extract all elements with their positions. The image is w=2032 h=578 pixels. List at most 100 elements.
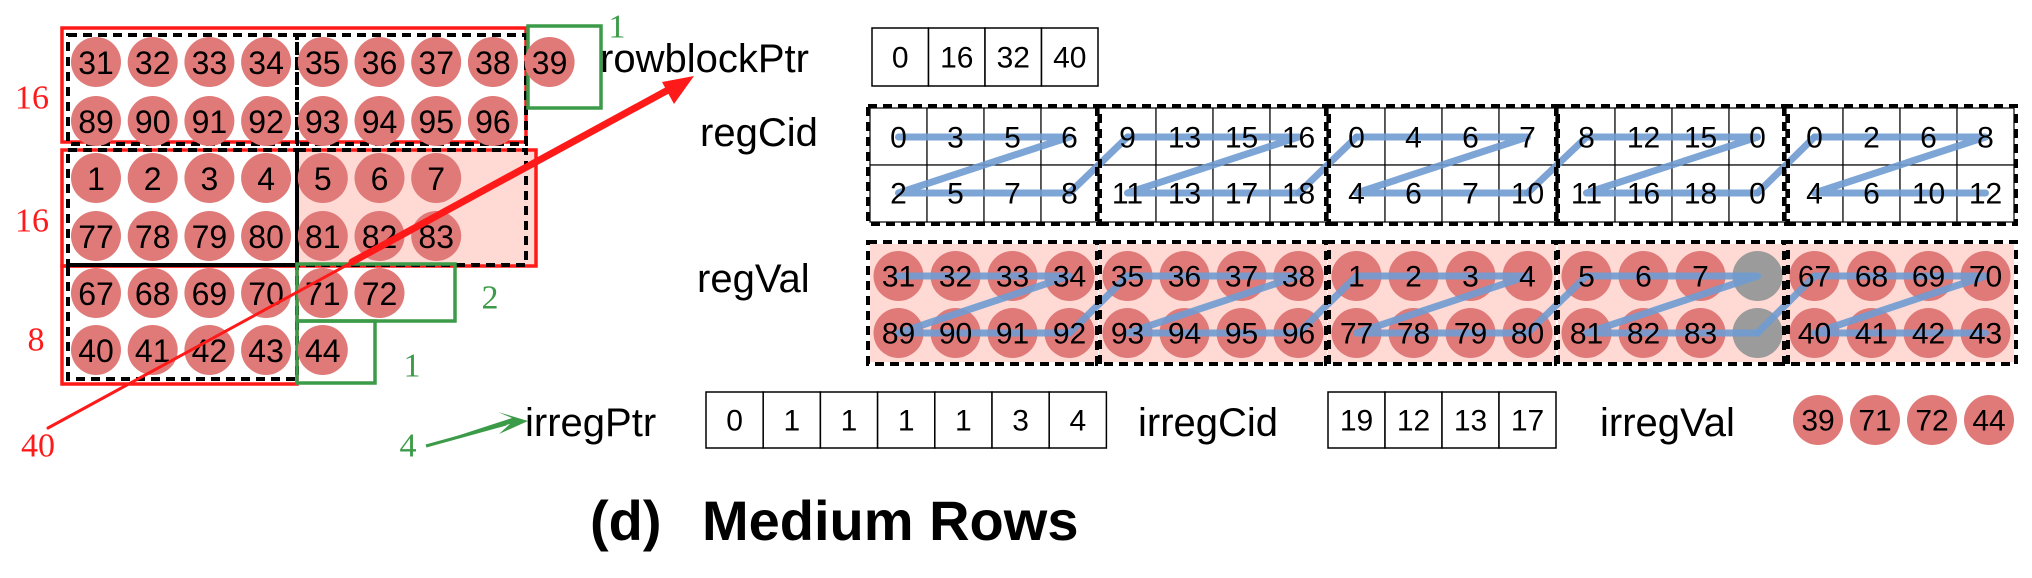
matrix-element — [184, 96, 235, 146]
regval-value: 79 — [1454, 318, 1487, 351]
regcid-block-box — [866, 104, 1102, 226]
regval-value: 67 — [1798, 261, 1831, 294]
matrix-element — [127, 211, 178, 261]
regval-value: 77 — [1340, 318, 1373, 351]
regcid-block-box — [1095, 104, 1331, 226]
regcid-value: 4 — [1806, 178, 1823, 211]
matrix-value: 6 — [371, 161, 389, 197]
regcid-value: 6 — [1863, 178, 1880, 211]
regval-value: 69 — [1912, 261, 1945, 294]
matrix-element — [184, 153, 235, 203]
regcid-value: 8 — [1061, 178, 1078, 211]
matrix-value: 96 — [475, 104, 511, 140]
matrix-element — [127, 153, 178, 203]
regcid-value: 15 — [1684, 122, 1717, 155]
rowblockptr-cell — [871, 27, 930, 87]
regcid-value: 11 — [1571, 178, 1602, 211]
regval-value: 82 — [1627, 318, 1660, 351]
regcid-value: 16 — [1627, 178, 1660, 211]
regval-value: 91 — [996, 318, 1029, 351]
red-arrow-shaft — [348, 86, 672, 266]
regval-value: 6 — [1635, 261, 1652, 294]
regcid-value: 0 — [1806, 122, 1823, 155]
irregval-element — [1964, 395, 2014, 445]
order-path — [895, 133, 1073, 197]
regval-value: 33 — [996, 261, 1029, 294]
irregval-value: 44 — [1972, 405, 2005, 438]
regcid-value: 13 — [1168, 122, 1201, 155]
regval-value: 95 — [1225, 318, 1258, 351]
matrix-value: 37 — [418, 45, 454, 81]
regval-value: 43 — [1969, 318, 2002, 351]
regval-value: 78 — [1397, 318, 1430, 351]
order-path — [1583, 133, 1761, 197]
rowblockptr-cell — [927, 27, 986, 87]
regcid-value: 12 — [1969, 178, 2002, 211]
matrix-element — [411, 37, 462, 87]
matrix-value: 36 — [362, 45, 398, 81]
irregval-value: 39 — [1801, 405, 1834, 438]
regcid-value: 2 — [1863, 122, 1880, 155]
regcid-value: 11 — [1112, 178, 1143, 211]
order-path — [1353, 133, 1531, 197]
order-path — [1811, 133, 1989, 197]
matrix-element — [184, 37, 235, 87]
matrix-element — [71, 268, 121, 318]
arrows — [46, 76, 694, 448]
order-path — [1124, 272, 1302, 337]
regval-value: 35 — [1111, 261, 1144, 294]
matrix-value: 43 — [248, 333, 284, 369]
regval-value: 92 — [1053, 318, 1086, 351]
matrix-value: 1 — [87, 161, 105, 197]
matrix-element — [411, 153, 462, 203]
regcid-value: 6 — [1405, 178, 1422, 211]
irregcid-cell — [1384, 391, 1443, 449]
matrix-element — [354, 153, 405, 203]
regcid-value: 6 — [1061, 122, 1078, 155]
regval-value: 32 — [939, 261, 972, 294]
order-path — [895, 272, 1073, 337]
regcid-value: 17 — [1225, 178, 1258, 211]
red-count-label: 16 — [15, 80, 49, 117]
regcid-value: 10 — [1912, 178, 1945, 211]
regval-value: 89 — [882, 318, 915, 351]
matrix-value: 32 — [135, 45, 171, 81]
regcid-value: 0 — [1348, 122, 1365, 155]
irregval-value: 72 — [1915, 405, 1948, 438]
irregcid-cell — [1498, 391, 1557, 449]
matrix-element — [297, 37, 348, 87]
order-path — [1583, 272, 1761, 337]
matrix-element — [297, 153, 348, 203]
order-path — [1124, 133, 1302, 197]
regval-value: 38 — [1282, 261, 1315, 294]
regval-value: 42 — [1912, 318, 1945, 351]
regcid-value: 0 — [1749, 122, 1766, 155]
irregval-element — [1850, 395, 1900, 445]
irregcid-label: irregCid — [1138, 401, 1278, 445]
order-path — [1811, 272, 1989, 337]
matrix-element — [71, 153, 121, 203]
irregptr-value: 3 — [1012, 405, 1029, 438]
regval-value: 1 — [1348, 261, 1365, 294]
matrix-value: 38 — [475, 45, 511, 81]
matrix-value: 34 — [248, 45, 284, 81]
matrix-element — [71, 37, 121, 87]
regcid-value: 7 — [1519, 122, 1536, 155]
regcid-value: 0 — [890, 122, 907, 155]
matrix-element — [411, 96, 462, 146]
matrix-element — [297, 211, 348, 261]
rowblockptr-cell — [984, 27, 1043, 87]
irregptr-value: 4 — [1069, 405, 1086, 438]
irregcid-value: 19 — [1340, 405, 1373, 438]
regval-value: 36 — [1168, 261, 1201, 294]
irregptr-cell — [1048, 391, 1108, 449]
red-arrowhead — [662, 76, 694, 104]
rowblockptr-label: rowblockPtr — [600, 37, 809, 81]
irregptr-cell — [876, 391, 936, 449]
regular-tile-box — [295, 33, 528, 146]
matrix-value: 78 — [135, 219, 171, 255]
regcid-value: 8 — [1578, 122, 1595, 155]
